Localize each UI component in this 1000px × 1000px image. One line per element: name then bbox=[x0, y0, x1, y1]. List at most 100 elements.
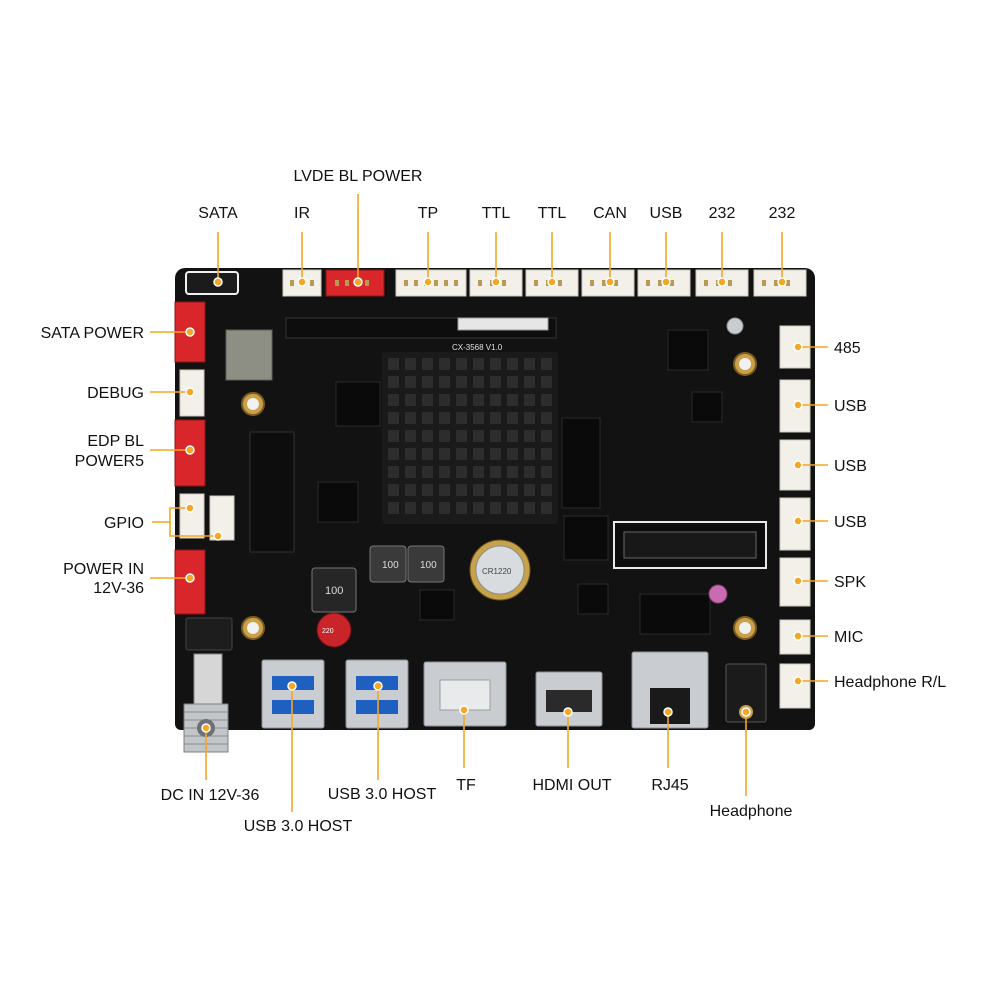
heatsink-fin bbox=[405, 430, 416, 442]
heatsink-fin bbox=[507, 376, 518, 388]
heatsink-fin bbox=[456, 484, 467, 496]
heatsink-fin bbox=[405, 412, 416, 424]
heatsink-fin bbox=[507, 358, 518, 370]
label-power-in: POWER IN bbox=[63, 561, 144, 578]
right-labels: 485 USB USB USB SPK MIC Headphone R/L bbox=[834, 340, 946, 691]
label-spk: SPK bbox=[834, 574, 866, 591]
inductor-label: 100 bbox=[382, 560, 399, 571]
heatsink-fin bbox=[473, 376, 484, 388]
mounting-holes bbox=[241, 317, 757, 640]
label-debug: DEBUG bbox=[87, 385, 144, 402]
label-lvde-bl-power: LVDE BL POWER bbox=[294, 168, 423, 185]
heatsink-fin bbox=[541, 448, 552, 460]
heatsink-fin bbox=[439, 484, 450, 496]
heatsink-fin bbox=[439, 502, 450, 514]
label-rj45: RJ45 bbox=[651, 777, 688, 794]
heatsink-fin bbox=[388, 484, 399, 496]
heatsink-fin bbox=[422, 394, 433, 406]
label-hdmi-out: HDMI OUT bbox=[532, 777, 611, 794]
heatsink-fin bbox=[473, 412, 484, 424]
label-12v-36: 12V-36 bbox=[93, 580, 144, 597]
heatsink-fin bbox=[524, 412, 535, 424]
heatsink-fin bbox=[456, 466, 467, 478]
heatsink-fin bbox=[405, 484, 416, 496]
label-ttl-2: TTL bbox=[538, 205, 567, 222]
heatsink-fin bbox=[541, 484, 552, 496]
power-components: 100 100 100 220 CR1220 bbox=[311, 539, 728, 648]
heatsink-fin bbox=[422, 448, 433, 460]
heatsink-fin bbox=[422, 358, 433, 370]
heatsink-fin bbox=[473, 430, 484, 442]
heatsink-fin bbox=[456, 394, 467, 406]
heatsink-fin bbox=[456, 448, 467, 460]
heatsink-fin bbox=[490, 376, 501, 388]
label-sata: SATA bbox=[198, 205, 238, 222]
bottom-labels: DC IN 12V-36 USB 3.0 HOST USB 3.0 HOST T… bbox=[161, 777, 793, 835]
heatsink-fin bbox=[541, 502, 552, 514]
heatsink-fin bbox=[439, 448, 450, 460]
label-tp: TP bbox=[418, 205, 438, 222]
label-usb-top: USB bbox=[650, 205, 683, 222]
top-labels: SATA LVDE BL POWER IR TP TTL TTL CAN USB… bbox=[198, 168, 795, 222]
heatsink-fin bbox=[439, 376, 450, 388]
heatsink-fin bbox=[388, 412, 399, 424]
inductor-label: 100 bbox=[420, 560, 437, 571]
heatsink-fin bbox=[507, 466, 518, 478]
heatsink-fin bbox=[456, 502, 467, 514]
heatsink-fin bbox=[422, 430, 433, 442]
heatsink-fin bbox=[490, 412, 501, 424]
heatsink-fin bbox=[524, 430, 535, 442]
heatsink-fin bbox=[524, 502, 535, 514]
heatsink-fin bbox=[405, 466, 416, 478]
heatsink-fin bbox=[524, 484, 535, 496]
heatsink-fin bbox=[507, 502, 518, 514]
label-mic: MIC bbox=[834, 629, 863, 646]
heatsink-fin bbox=[524, 466, 535, 478]
heatsink-fin bbox=[388, 376, 399, 388]
label-ir: IR bbox=[294, 205, 310, 222]
heatsink-fin bbox=[507, 412, 518, 424]
heatsink-fin bbox=[456, 430, 467, 442]
heatsink-fin bbox=[456, 358, 467, 370]
heatsink-fin bbox=[388, 466, 399, 478]
heatsink-fin bbox=[490, 430, 501, 442]
heatsink-fin bbox=[490, 394, 501, 406]
label-edp-bl: EDP BL bbox=[87, 433, 144, 450]
label-usb-right-1: USB bbox=[834, 398, 867, 415]
heatsink-fin bbox=[422, 466, 433, 478]
heatsink-fin bbox=[473, 448, 484, 460]
heatsink-fin bbox=[439, 394, 450, 406]
heatsink-fin bbox=[405, 448, 416, 460]
heatsink-fin bbox=[524, 448, 535, 460]
heatsink-fin bbox=[507, 484, 518, 496]
heatsink-fin bbox=[473, 466, 484, 478]
heatsink-fin bbox=[456, 412, 467, 424]
heatsink-fin bbox=[507, 394, 518, 406]
heatsink-fin bbox=[490, 448, 501, 460]
label-dc-in: DC IN 12V-36 bbox=[161, 787, 260, 804]
heatsink-fin bbox=[473, 358, 484, 370]
heatsink-fin bbox=[422, 412, 433, 424]
heatsink-fin bbox=[541, 358, 552, 370]
battery-label: CR1220 bbox=[482, 567, 512, 576]
heatsink-fin bbox=[439, 466, 450, 478]
label-can: CAN bbox=[593, 205, 627, 222]
components: CX-3568 V1.0 bbox=[225, 317, 767, 635]
heatsink-fin bbox=[422, 376, 433, 388]
label-headphone-rl: Headphone R/L bbox=[834, 674, 946, 691]
label-power5: POWER5 bbox=[75, 453, 144, 470]
heatsink-fin bbox=[439, 430, 450, 442]
heatsink-fin bbox=[541, 376, 552, 388]
heatsink-fin bbox=[524, 358, 535, 370]
heatsink bbox=[382, 352, 558, 524]
label-usb-right-2: USB bbox=[834, 458, 867, 475]
label-usb30-host-2: USB 3.0 HOST bbox=[328, 786, 437, 803]
annotation-dots bbox=[185, 277, 803, 733]
heatsink-fin bbox=[388, 448, 399, 460]
label-sata-power: SATA POWER bbox=[41, 325, 144, 342]
label-232-2: 232 bbox=[769, 205, 796, 222]
heatsink-fin bbox=[541, 412, 552, 424]
heatsink-fin bbox=[490, 484, 501, 496]
heatsink-fin bbox=[473, 502, 484, 514]
